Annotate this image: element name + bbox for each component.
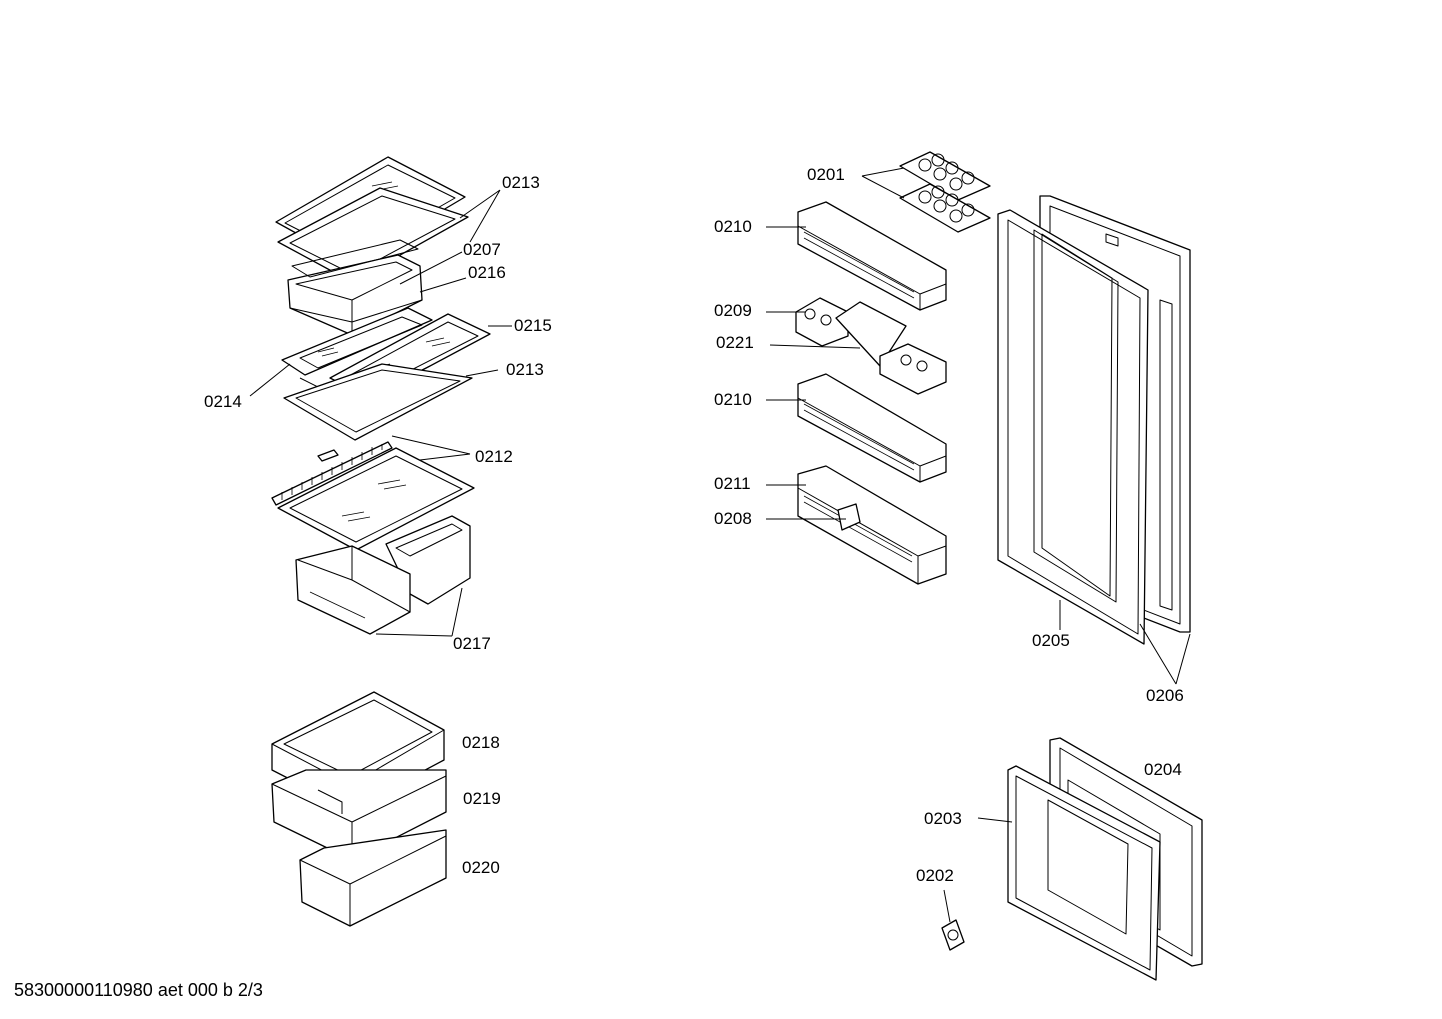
- door-bin-0210-middle: [797, 373, 947, 483]
- label-0207: 0207: [463, 240, 501, 259]
- label-0219: 0219: [463, 789, 501, 808]
- knob-0202: [941, 919, 965, 951]
- part-labels: 0213 0207 0216 0215 0213 0214 0212 0217 …: [204, 165, 1184, 885]
- label-0220: 0220: [462, 858, 500, 877]
- label-0208: 0208: [714, 509, 752, 528]
- label-0212: 0212: [475, 447, 513, 466]
- door-gasket-0205: [997, 209, 1149, 645]
- glass-shelf-second: [277, 187, 469, 283]
- glass-shelf-lower: [283, 363, 473, 441]
- document-code: 58300000110980 aet 000 b 2/3: [14, 980, 263, 1000]
- freezer-gasket-0203: [1007, 765, 1161, 981]
- egg-tray-0201: [899, 151, 991, 233]
- shelf-frame-0207: [291, 239, 419, 278]
- label-0210-middle: 0210: [714, 390, 752, 409]
- crisper-drawers-0217: [295, 515, 471, 635]
- door-bin-0211: [797, 465, 947, 585]
- shelf-tray-0216: [287, 254, 423, 336]
- label-0203: 0203: [924, 809, 962, 828]
- glass-shelf-0212: [277, 447, 475, 551]
- label-0209: 0209: [714, 301, 752, 320]
- label-0213-lower: 0213: [506, 360, 544, 379]
- label-0221: 0221: [716, 333, 754, 352]
- bottle-divider-0208: [837, 503, 861, 531]
- egg-bin-0209: [795, 297, 947, 395]
- label-0216: 0216: [468, 263, 506, 282]
- rail-0212: [271, 441, 393, 506]
- label-0205: 0205: [1032, 631, 1070, 650]
- label-0214: 0214: [204, 392, 242, 411]
- label-0202: 0202: [916, 866, 954, 885]
- label-0215: 0215: [514, 316, 552, 335]
- label-0218: 0218: [462, 733, 500, 752]
- label-0201: 0201: [807, 165, 845, 184]
- freezer-drawer-0220: [299, 829, 447, 927]
- label-0204: 0204: [1144, 760, 1182, 779]
- leader-lines: [249, 167, 1191, 923]
- split-shelf-0214: [281, 307, 433, 376]
- label-0213-top: 0213: [502, 173, 540, 192]
- door-bin-0210-top: [797, 201, 947, 311]
- label-0210-top: 0210: [714, 217, 752, 236]
- label-0217: 0217: [453, 634, 491, 653]
- freezer-drawer-0219: [271, 769, 447, 861]
- label-0206: 0206: [1146, 686, 1184, 705]
- label-0211: 0211: [714, 474, 751, 493]
